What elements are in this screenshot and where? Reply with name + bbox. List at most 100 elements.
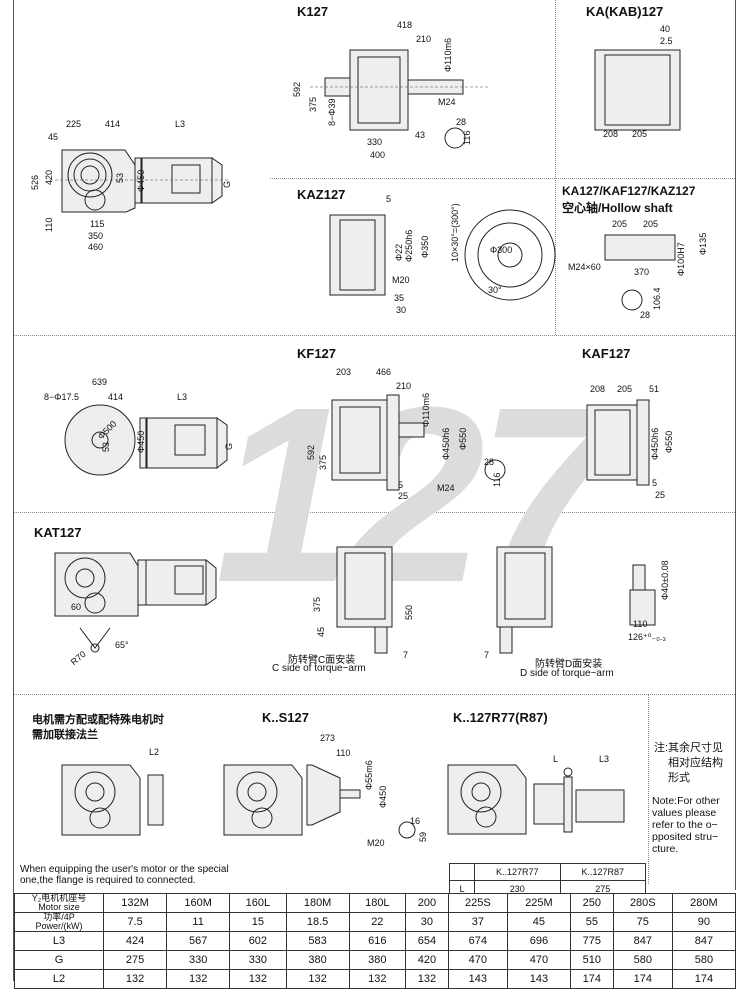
section-title-k127: K127: [297, 4, 329, 19]
row-header-en: Power/(kW): [35, 921, 83, 931]
row-header: G: [14, 950, 104, 970]
dim-label: 375: [308, 96, 318, 112]
table-cell: 180M: [285, 893, 350, 913]
table-cell: 37: [447, 912, 508, 932]
dim-label: Φ55m6: [364, 760, 374, 790]
divider: [270, 178, 555, 179]
row-header: L2: [14, 969, 104, 989]
right-border: [735, 0, 736, 890]
dim-label: 115: [90, 219, 105, 229]
adapter-note-en-1: When equipping the user's motor or the s…: [20, 864, 229, 875]
ka127-drawing: [590, 45, 690, 135]
table-cell: 225S: [447, 893, 508, 913]
table-cell: 132: [405, 969, 449, 989]
dim-label: 5: [398, 480, 404, 490]
dim-label: L3: [175, 119, 186, 129]
table-cell: 470: [506, 950, 571, 970]
table-row-l3: L3 424 567 602 583 616 654 674 696 775 8…: [14, 931, 737, 951]
note-en-5: cture.: [652, 843, 679, 855]
table-cell: 143: [447, 969, 508, 989]
dim-label: Φ450: [136, 169, 146, 192]
dim-label: 414: [108, 392, 124, 402]
table-cell: 847: [612, 931, 673, 951]
table-cell: 602: [229, 931, 287, 951]
note-en-3: refer to the o−: [652, 819, 718, 831]
adapter-note-en-2: one,the flange is required to connected.: [20, 875, 196, 886]
table-cell: 775: [569, 931, 614, 951]
d-side-label-en: D side of torque−arm: [520, 668, 614, 679]
note-zh-2: 相对应结构: [668, 757, 723, 769]
table-cell: 160M: [166, 893, 231, 913]
dim-label: 414: [105, 119, 121, 129]
table-cell: 225M: [506, 893, 571, 913]
table-cell: 22: [348, 912, 407, 932]
note-en-2: values please: [652, 807, 717, 819]
dim-label: Φ22: [394, 243, 404, 261]
table-cell: 580: [671, 950, 737, 970]
ks127-drawing: [222, 760, 422, 840]
table-cell: 654: [405, 931, 449, 951]
dim-label: 28: [456, 117, 467, 127]
dim-label: 45: [48, 132, 59, 142]
dim-label: L3: [599, 754, 610, 764]
table-row-g: G 275 330 330 380 380 420 470 470 510 58…: [14, 950, 737, 970]
divider: [14, 512, 735, 513]
dim-label: 205: [617, 384, 633, 394]
section-title-kf127: KF127: [297, 346, 337, 361]
dim-label: 30: [396, 305, 407, 315]
section-title-hollow-shaft: KA127/KAF127/KAZ127: [562, 184, 696, 198]
dim-label: 60: [71, 602, 82, 612]
dim-label: 526: [30, 174, 40, 190]
k127-motor-drawing: [50, 130, 250, 260]
table-cell: 180L: [348, 893, 407, 913]
divider: [648, 694, 649, 884]
dim-label: 51: [649, 384, 660, 394]
dim-label: 418: [397, 20, 413, 30]
dim-label: 59: [418, 831, 428, 842]
torque-arm-detail-drawing: [625, 565, 665, 635]
divider: [555, 178, 735, 179]
left-border: [13, 0, 14, 981]
table-cell: 424: [102, 931, 168, 951]
dim-label: 466: [376, 367, 392, 377]
kat127-drawing: [50, 548, 240, 658]
dim-label: 208: [603, 129, 619, 139]
dim-label: 7: [403, 650, 409, 660]
table-cell: 132M: [102, 893, 168, 913]
table-cell: 380: [348, 950, 407, 970]
table-cell: 174: [671, 969, 737, 989]
dim-label: Φ450: [136, 430, 146, 453]
table-cell: 280M: [671, 893, 737, 913]
dim-label: M24: [437, 483, 455, 493]
dim-label: 2.5: [660, 36, 673, 46]
table-cell: 847: [671, 931, 737, 951]
dim-label: 25: [398, 491, 409, 501]
dim-label: 225: [66, 119, 82, 129]
row-header-en: Motor size: [38, 902, 80, 912]
dim-label: 592: [292, 81, 302, 97]
c-side-label-zh: 防转臂C面安装: [288, 655, 356, 666]
table-cell: 75: [612, 912, 673, 932]
dim-label: 65°: [115, 640, 129, 650]
dim-label: L3: [177, 392, 188, 402]
dim-label: 53: [101, 441, 111, 452]
hollow-shaft-drawing: [600, 230, 680, 320]
dim-label: 116: [462, 130, 472, 145]
dim-label: 126⁺⁰₋₀.₃: [628, 632, 667, 642]
dim-label: 375: [312, 596, 322, 612]
kat127-c-side-drawing: [335, 545, 395, 655]
dim-label: 210: [416, 34, 432, 44]
table-cell: 143: [506, 969, 571, 989]
dim-label: 5: [652, 478, 658, 488]
dim-label: Φ300: [490, 245, 513, 255]
table-cell: 30: [405, 912, 449, 932]
dim-label: M24: [438, 97, 456, 107]
section-title-kaf127: KAF127: [582, 346, 631, 361]
dim-label: Φ135: [698, 232, 708, 255]
table-cell: 470: [447, 950, 508, 970]
table-row: K..127R77 K..127R87: [449, 863, 646, 881]
dim-label: Φ100H7: [676, 242, 686, 276]
dim-label: 110: [336, 748, 351, 758]
